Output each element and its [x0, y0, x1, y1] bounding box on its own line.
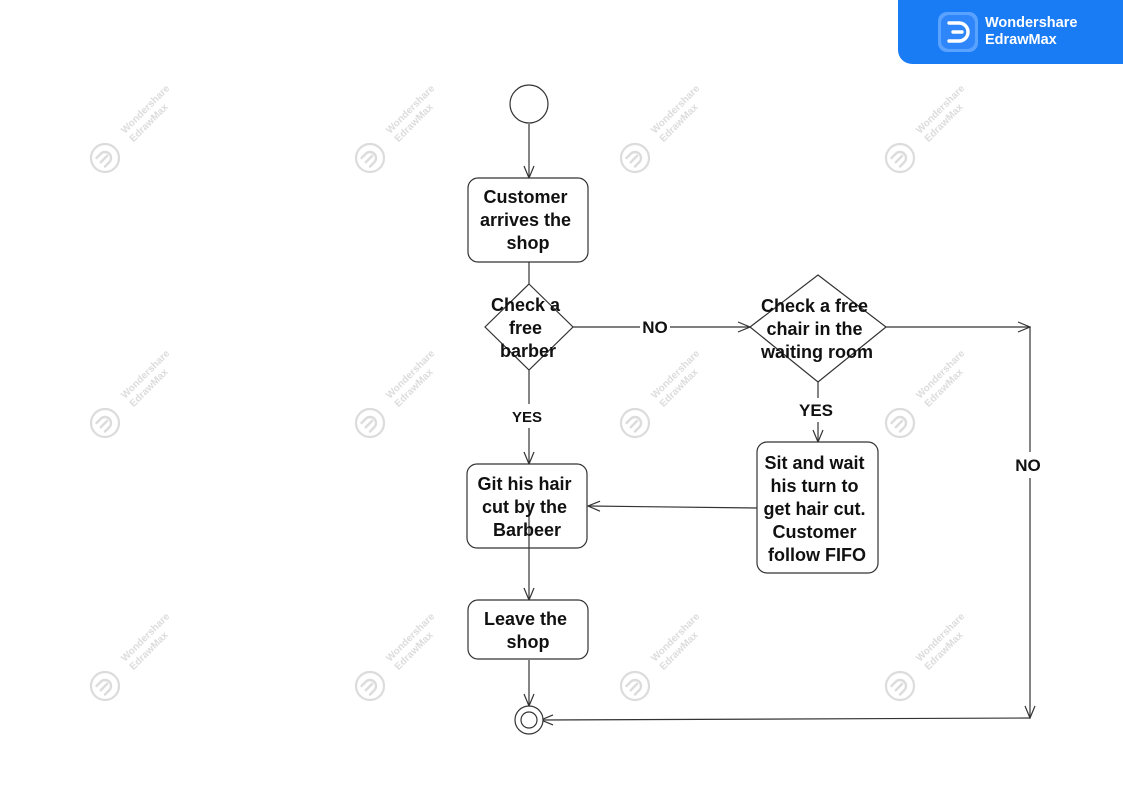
- watermark: WondershareEdrawMax: [349, 611, 446, 707]
- brand-name: Wondershare EdrawMax: [985, 15, 1077, 49]
- check-barber-label: Check a free barber: [491, 295, 565, 361]
- get-haircut-node[interactable]: [466, 463, 588, 549]
- watermark: WondershareEdrawMax: [84, 611, 181, 707]
- watermark: WondershareEdrawMax: [349, 348, 446, 444]
- watermark-text: WondershareEdrawMax: [119, 83, 181, 145]
- customer-arrives-node[interactable]: [467, 177, 589, 263]
- watermark-text: WondershareEdrawMax: [649, 611, 711, 673]
- leave-shop-label: Leave the shop: [484, 609, 572, 652]
- edge-label-barber-yes: YES: [512, 409, 542, 426]
- edge-chair-no-to-end: [541, 718, 1031, 720]
- watermark: WondershareEdrawMax: [349, 83, 446, 179]
- edrawmax-logo-icon: [938, 12, 978, 52]
- watermark-text: WondershareEdrawMax: [384, 611, 446, 673]
- watermark-logo-icon: [349, 665, 391, 707]
- watermark-text: WondershareEdrawMax: [384, 348, 446, 410]
- watermark-logo-icon: [614, 665, 656, 707]
- watermark: WondershareEdrawMax: [614, 348, 711, 444]
- edrawmax-brand-badge[interactable]: [898, 0, 1123, 64]
- watermark-text: WondershareEdrawMax: [914, 611, 976, 673]
- check-chair-label: Check a free chair in the waiting room: [760, 296, 873, 362]
- edge-label-chair-yes: YES: [799, 401, 833, 420]
- watermark: WondershareEdrawMax: [84, 348, 181, 444]
- watermark-logo-icon: [879, 665, 921, 707]
- watermark: WondershareEdrawMax: [879, 83, 976, 179]
- watermark-logo-icon: [614, 137, 656, 179]
- start-node[interactable]: [509, 84, 549, 124]
- watermark-text: WondershareEdrawMax: [649, 83, 711, 145]
- watermark-text: WondershareEdrawMax: [119, 611, 181, 673]
- watermark: WondershareEdrawMax: [614, 83, 711, 179]
- watermark-logo-icon: [349, 137, 391, 179]
- get-haircut-label: Git his hair cut by the Barbeer: [477, 474, 576, 540]
- watermark-text: WondershareEdrawMax: [914, 83, 976, 145]
- check-barber-decision[interactable]: [484, 283, 574, 371]
- watermark-logo-icon: [614, 402, 656, 444]
- watermark-logo-icon: [84, 402, 126, 444]
- brand-line-1: Wondershare: [985, 15, 1078, 31]
- watermark-logo-icon: [879, 137, 921, 179]
- watermark-logo-icon: [84, 665, 126, 707]
- watermark-logo-icon: [349, 402, 391, 444]
- watermark-text: WondershareEdrawMax: [649, 348, 711, 410]
- customer-arrives-label: Customer arrives the shop: [480, 187, 576, 253]
- check-chair-decision[interactable]: [749, 274, 887, 383]
- watermark: WondershareEdrawMax: [614, 611, 711, 707]
- watermark-text: WondershareEdrawMax: [119, 348, 181, 410]
- edge-label-chair-no: NO: [1015, 456, 1041, 475]
- edge-layer: [529, 124, 1030, 720]
- leave-shop-node[interactable]: [467, 599, 589, 660]
- brand-line-2: EdrawMax: [985, 32, 1057, 48]
- watermark-logo-icon: [84, 137, 126, 179]
- edge-label-barber-no: NO: [642, 318, 668, 337]
- watermark: WondershareEdrawMax: [879, 611, 976, 707]
- watermark-text: WondershareEdrawMax: [384, 83, 446, 145]
- edge-wait-to-haircut: [588, 506, 758, 508]
- watermark: WondershareEdrawMax: [879, 348, 976, 444]
- sit-wait-label: Sit and wait his turn to get hair cut. C…: [763, 453, 870, 565]
- watermark-logo-icon: [879, 402, 921, 444]
- watermark: WondershareEdrawMax: [84, 83, 181, 179]
- sit-wait-node[interactable]: [756, 441, 879, 574]
- end-node-inner: [520, 711, 538, 729]
- watermark-text: WondershareEdrawMax: [914, 348, 976, 410]
